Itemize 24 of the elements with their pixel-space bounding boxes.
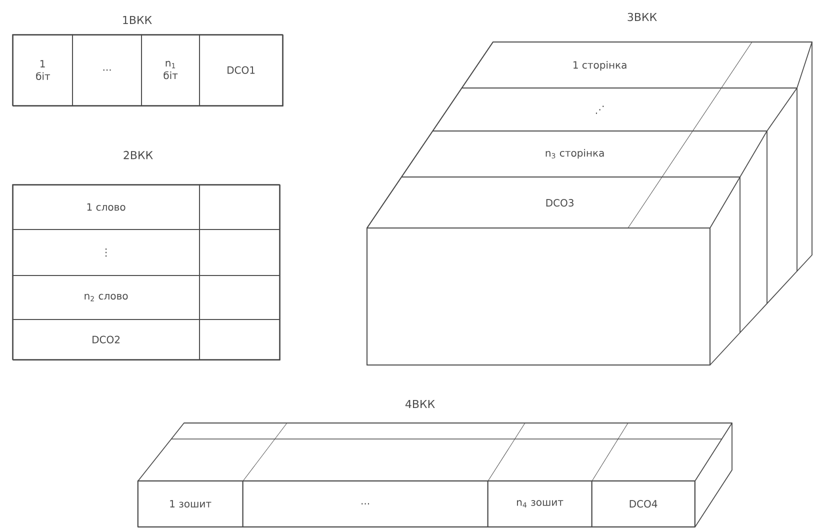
page-band: n$_{3}$ сторінка xyxy=(401,130,768,178)
cell: DCO1 xyxy=(199,34,283,106)
block-heading: 4ВКК xyxy=(405,400,435,408)
empty-cell xyxy=(199,229,280,276)
block-heading: 1ВКК xyxy=(123,16,152,24)
page-band: ⋰ xyxy=(432,88,798,132)
page-band: DCO3 xyxy=(366,176,740,228)
empty-cell xyxy=(199,319,280,360)
cell: n$_{2}$ слово xyxy=(12,275,200,320)
block-heading: 2ВКК xyxy=(124,150,153,160)
cell: ... xyxy=(72,34,142,106)
cell: 1 слово xyxy=(12,184,200,230)
empty-cell xyxy=(199,275,280,320)
cell: DCO4 xyxy=(591,480,696,528)
cell: ... xyxy=(242,480,488,528)
page-band: 1 сторінка xyxy=(461,42,812,88)
cell: 1 зошит xyxy=(137,480,244,528)
cell: n$_{1}$ біт xyxy=(141,34,200,106)
cell: DCO2 xyxy=(12,319,200,360)
cell: 1 біт xyxy=(12,34,73,106)
empty-cell xyxy=(199,184,280,230)
cell: ⋮ xyxy=(12,229,200,276)
cell: n$_{4}$ зошит xyxy=(487,480,592,528)
block-heading: 3ВКК xyxy=(628,12,657,22)
